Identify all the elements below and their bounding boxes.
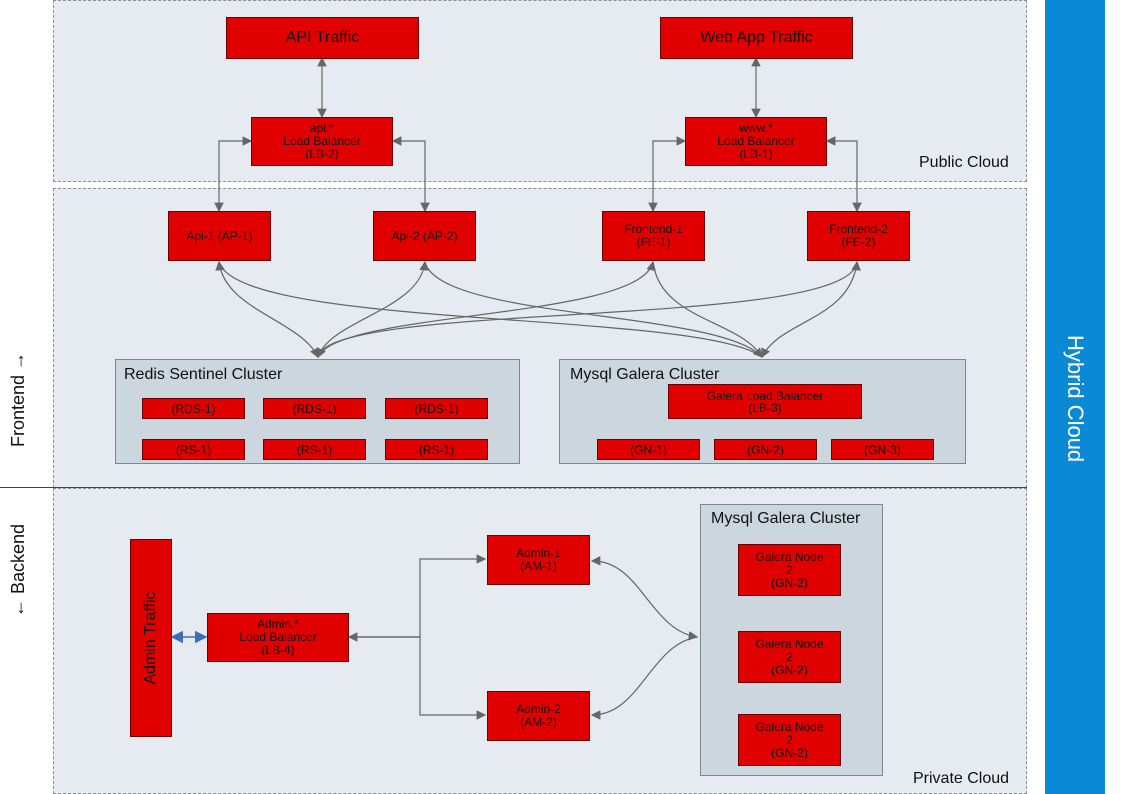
www-load-balancer[interactable]: www.* Load Balancer (LB-1) [685,117,827,166]
admin-load-balancer[interactable]: Admin.* Load Balancer (LB-4) [207,613,349,662]
hybrid-cloud-bar [1045,0,1105,794]
web-app-traffic-box[interactable]: Web App Traffic [660,17,853,59]
galera-node[interactable]: (GN-3) [831,439,934,460]
frontend-backend-divider [0,487,1027,488]
redis-rs-node[interactable]: (RS-1) [385,439,488,460]
redis-cluster-title: Redis Sentinel Cluster [124,366,283,383]
galera-node[interactable]: (GN-2) [714,439,817,460]
api-1-server[interactable]: Api-1 (AP-1) [168,211,271,261]
galera-node[interactable]: (GN-1) [597,439,700,460]
frontend-2-server[interactable]: Frontend-2 (FE-2) [807,211,910,261]
redis-rds-node[interactable]: (RDS-1) [142,398,245,419]
redis-rs-node[interactable]: (RS-1) [142,439,245,460]
redis-rs-node[interactable]: (RS-1) [263,439,366,460]
galera-front-title: Mysql Galera Cluster [570,366,720,383]
galera-back-title: Mysql Galera Cluster [711,510,861,527]
public-cloud-label: Public Cloud [919,154,1009,171]
api-traffic-box[interactable]: API Traffic [226,17,419,59]
admin-traffic-box[interactable] [130,539,172,737]
admin-traffic-label: Admin Traffic [142,591,159,685]
redis-rds-node[interactable]: (RDS-1) [263,398,366,419]
admin-1-server[interactable]: Admin-1 (AM-1) [487,535,590,585]
api-load-balancer[interactable]: api.* Load Balancer (LB-2) [251,117,393,166]
galera-load-balancer[interactable]: Galera Load Balancer (LB-3) [668,384,862,419]
galera-back-node[interactable]: Galera Node 2 (GN-2) [738,544,841,596]
redis-rds-node[interactable]: (RDS-1) [385,398,488,419]
galera-back-node[interactable]: Galera Node 2 (GN-2) [738,631,841,683]
admin-2-server[interactable]: Admin-2 (AM-2) [487,691,590,741]
private-cloud-label: Private Cloud [913,770,1010,787]
frontend-1-server[interactable]: Frontend-1 (FE-1) [602,211,705,261]
galera-back-node[interactable]: Galera Node 2 (GN-2) [738,714,841,766]
api-2-server[interactable]: Api-2 (AP-2) [373,211,476,261]
